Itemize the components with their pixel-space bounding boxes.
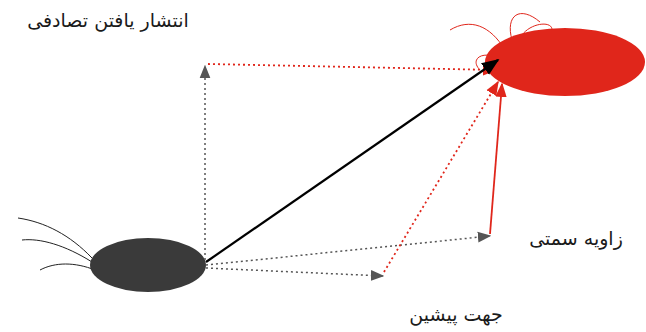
cell-end — [485, 28, 645, 96]
flagella — [18, 218, 95, 270]
annotation-label: انتشار یافتن تصادفی — [25, 9, 191, 32]
component-arrows — [205, 66, 490, 276]
resultant-components — [208, 64, 502, 272]
annotation-label: جهت پیشین — [407, 303, 504, 326]
cell-start — [90, 238, 206, 292]
annotation-label: زاویه سمتی — [527, 227, 625, 250]
resultant-arrow — [206, 60, 498, 262]
